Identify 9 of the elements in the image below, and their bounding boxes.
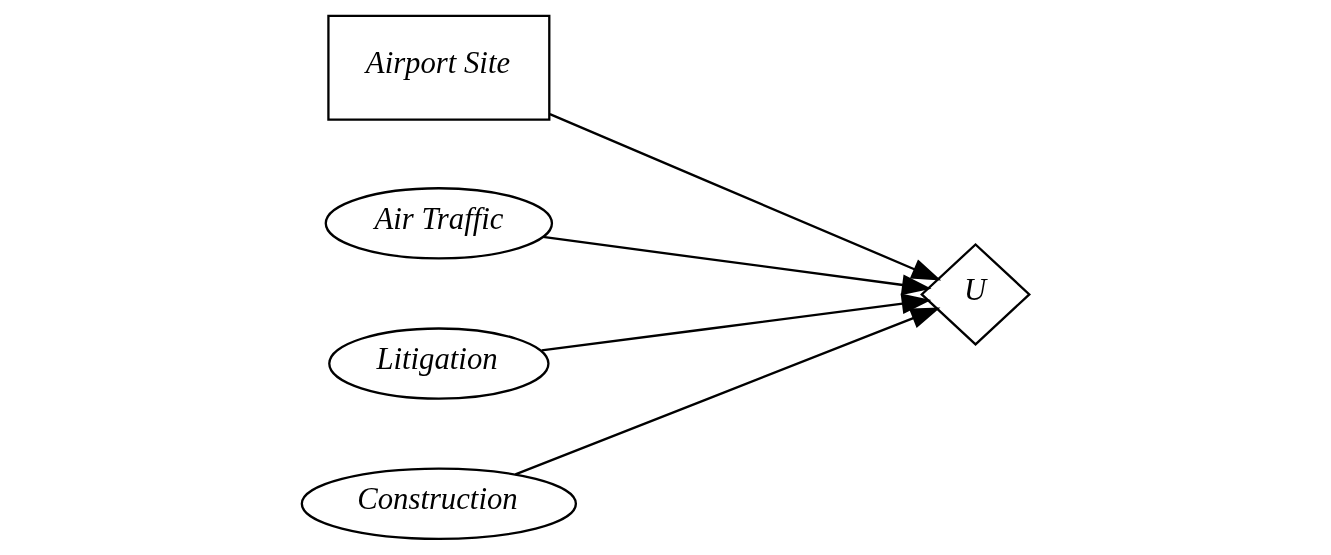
arrow bbox=[549, 113, 942, 281]
node-box: Airport Site bbox=[327, 14, 551, 121]
node-ellipse: Air Traffic bbox=[324, 187, 554, 260]
node-ellipse: Litigation bbox=[328, 327, 550, 400]
node-ellipse: Construction bbox=[300, 467, 578, 540]
arrow bbox=[541, 293, 932, 352]
arrow bbox=[515, 307, 941, 476]
arrow bbox=[542, 235, 932, 296]
node-diamond: U bbox=[920, 242, 1031, 346]
